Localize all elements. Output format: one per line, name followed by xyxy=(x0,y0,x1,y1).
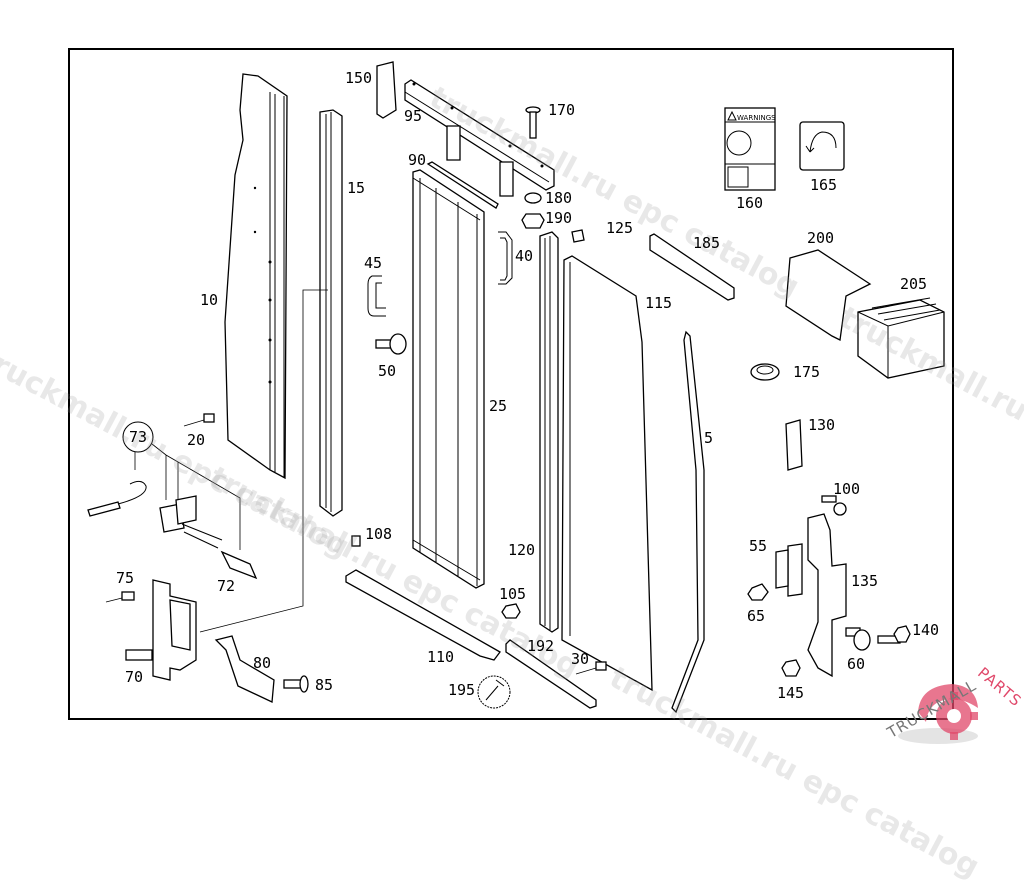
part-135-plate[interactable] xyxy=(807,513,847,678)
part-73-cable-clip[interactable] xyxy=(87,480,147,517)
callout-200[interactable]: 200 xyxy=(807,229,835,247)
part-108-cap[interactable] xyxy=(351,535,361,547)
part-160-warning-sticker[interactable]: WARNINGS xyxy=(724,107,776,191)
callout-45[interactable]: 45 xyxy=(364,254,383,272)
part-130-block[interactable] xyxy=(785,419,803,471)
callout-72[interactable]: 72 xyxy=(217,577,236,595)
part-65-nut[interactable] xyxy=(747,583,769,601)
part-15-vertical-profile[interactable] xyxy=(319,109,343,517)
part-73-latch-plate[interactable] xyxy=(159,495,223,549)
callout-100[interactable]: 100 xyxy=(833,480,861,498)
part-190-nut[interactable] xyxy=(521,213,545,229)
callout-105[interactable]: 105 xyxy=(499,585,527,603)
callout-115[interactable]: 115 xyxy=(645,294,673,312)
part-165-unlock-sticker[interactable] xyxy=(799,121,845,171)
diagram-frame xyxy=(68,48,954,720)
callout-170[interactable]: 170 xyxy=(548,101,576,119)
callout-150[interactable]: 150 xyxy=(345,69,373,87)
callout-110[interactable]: 110 xyxy=(427,648,455,666)
part-150-block[interactable] xyxy=(376,61,397,119)
callout-140[interactable]: 140 xyxy=(912,621,940,639)
part-45-bracket[interactable] xyxy=(367,275,386,317)
part-60-bolt[interactable] xyxy=(845,627,871,651)
callout-15[interactable]: 15 xyxy=(347,179,366,197)
part-25-door-panel[interactable] xyxy=(412,169,485,589)
part-72-spring[interactable] xyxy=(220,550,258,580)
callout-80[interactable]: 80 xyxy=(253,654,272,672)
leader-line-lock xyxy=(199,289,328,633)
part-192-strip[interactable] xyxy=(505,639,597,709)
part-5-seal-strip[interactable] xyxy=(671,330,705,714)
part-170-bolt[interactable] xyxy=(525,106,541,139)
part-140-bolt[interactable] xyxy=(877,625,911,644)
callout-125[interactable]: 125 xyxy=(606,219,634,237)
part-180-washer[interactable] xyxy=(524,192,542,204)
part-85-bolt[interactable] xyxy=(283,675,309,693)
part-50-bolt[interactable] xyxy=(375,333,407,355)
callout-195[interactable]: 195 xyxy=(448,681,476,699)
gear-logo-icon xyxy=(898,684,978,744)
callout-20[interactable]: 20 xyxy=(187,431,206,449)
callout-73[interactable]: 73 xyxy=(129,428,148,446)
callout-108[interactable]: 108 xyxy=(365,525,393,543)
part-125-plug[interactable] xyxy=(571,229,585,243)
callout-175[interactable]: 175 xyxy=(793,363,821,381)
callout-192[interactable]: 192 xyxy=(527,637,555,655)
callout-185[interactable]: 185 xyxy=(693,234,721,252)
callout-60[interactable]: 60 xyxy=(847,655,866,673)
callout-30[interactable]: 30 xyxy=(571,650,590,668)
callout-10[interactable]: 10 xyxy=(200,291,219,309)
part-105-nut[interactable] xyxy=(501,603,521,619)
callout-25[interactable]: 25 xyxy=(489,397,508,415)
part-20-rivet[interactable] xyxy=(183,413,215,427)
part-200-cover[interactable] xyxy=(785,249,872,341)
part-145-nut[interactable] xyxy=(781,659,801,677)
part-100-screw[interactable] xyxy=(821,495,847,516)
part-185-bracket[interactable] xyxy=(649,233,735,301)
part-55-latch[interactable] xyxy=(775,543,803,597)
part-70-lock-body[interactable] xyxy=(125,579,197,681)
part-75-rivet[interactable] xyxy=(105,591,135,603)
parts-drawing: WARNINGS xyxy=(87,61,945,714)
part-80-hook[interactable] xyxy=(214,635,275,703)
part-10-side-panel[interactable] xyxy=(224,73,288,480)
part-195-tool-symbol[interactable] xyxy=(477,675,511,709)
part-95-top-rail[interactable] xyxy=(404,79,555,197)
callout-120[interactable]: 120 xyxy=(508,541,536,559)
callout-130[interactable]: 130 xyxy=(808,416,836,434)
callout-40[interactable]: 40 xyxy=(515,247,534,265)
callout-75[interactable]: 75 xyxy=(116,569,135,587)
callout-145[interactable]: 145 xyxy=(777,684,805,702)
part-175-grommet[interactable] xyxy=(750,363,780,381)
part-120-vertical-profile[interactable] xyxy=(539,231,559,633)
part-73-kit-callout[interactable] xyxy=(122,421,241,550)
callout-50[interactable]: 50 xyxy=(378,362,397,380)
part-205-box[interactable] xyxy=(857,297,945,379)
callout-160[interactable]: 160 xyxy=(736,194,764,212)
callout-95[interactable]: 95 xyxy=(404,107,423,125)
part-110-sill[interactable] xyxy=(345,569,501,661)
part-115-seal-panel[interactable] xyxy=(561,255,653,692)
callout-180[interactable]: 180 xyxy=(545,189,573,207)
part-30-rivet[interactable] xyxy=(575,661,607,675)
callout-90[interactable]: 90 xyxy=(408,151,427,169)
callout-65[interactable]: 65 xyxy=(747,607,766,625)
callout-135[interactable]: 135 xyxy=(851,572,879,590)
callout-190[interactable]: 190 xyxy=(545,209,573,227)
part-90-strip[interactable] xyxy=(426,161,499,209)
callout-165[interactable]: 165 xyxy=(810,176,838,194)
callout-5[interactable]: 5 xyxy=(704,429,714,447)
sticker-warning-heading: WARNINGS xyxy=(737,114,776,122)
truckmall-parts-logo: TRUCKMALL PARTS xyxy=(884,660,1024,750)
callout-85[interactable]: 85 xyxy=(315,676,334,694)
callout-205[interactable]: 205 xyxy=(900,275,928,293)
callout-70[interactable]: 70 xyxy=(125,668,144,686)
callout-55[interactable]: 55 xyxy=(749,537,768,555)
part-40-handle[interactable] xyxy=(498,231,513,285)
